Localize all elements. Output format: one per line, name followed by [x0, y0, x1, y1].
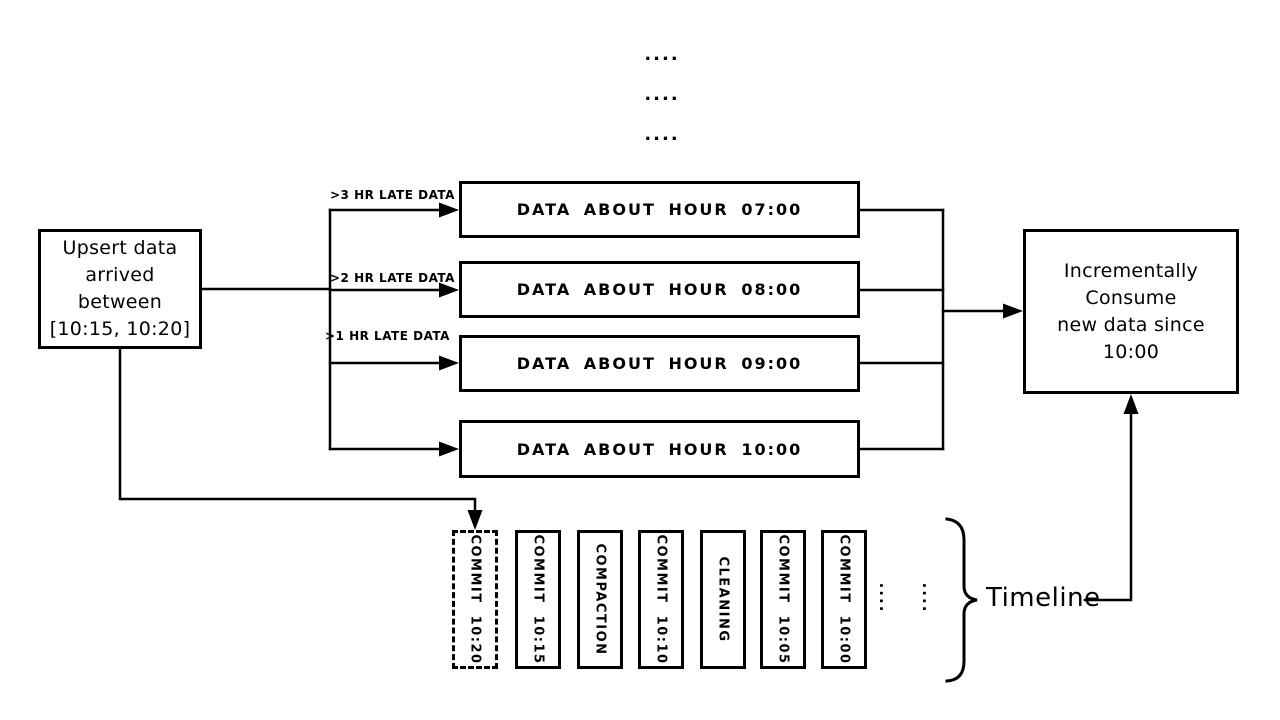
- timeline-entry-cleaning: CLEANING: [700, 530, 746, 669]
- hour-data-label: DATA ABOUT HOUR 10:00: [516, 439, 803, 459]
- timeline-brace: [945, 517, 978, 683]
- hour-data-box-0900: DATA ABOUT HOUR 09:00: [459, 335, 860, 392]
- upsert-source-box: Upsert data arrived between [10:15, 10:2…: [38, 229, 202, 349]
- timeline-ellipsis: ....: [919, 582, 937, 614]
- arrowhead: [467, 510, 483, 530]
- timeline-entry-commit-1010: COMMIT 10:10: [638, 530, 684, 669]
- top-ellipsis-row: ....: [644, 44, 680, 65]
- late-data-arrow-label-2hr: >2 HR LATE DATA: [330, 271, 455, 285]
- hour-data-box-0700: DATA ABOUT HOUR 07:00: [459, 181, 860, 238]
- timeline-entry-label: COMMIT 10:05: [775, 534, 791, 665]
- hour-data-label: DATA ABOUT HOUR 07:00: [516, 200, 803, 219]
- timeline-title: Timeline: [986, 583, 1101, 613]
- timeline-entry-commit-1005: COMMIT 10:05: [760, 530, 806, 669]
- arrowhead: [439, 441, 459, 457]
- timeline-to-consumer-line: [1083, 412, 1133, 602]
- timeline-entry-label: COMMIT 10:15: [530, 534, 546, 665]
- incremental-consumer-text: Incrementally Consume new data since 10:…: [1057, 259, 1205, 363]
- arrowhead: [1003, 303, 1023, 319]
- hour-data-label: DATA ABOUT HOUR 08:00: [516, 280, 803, 299]
- timeline-entry-commit-1000: COMMIT 10:00: [821, 530, 867, 669]
- top-ellipsis-row: ....: [644, 84, 680, 105]
- timeline-ellipsis: ....: [876, 582, 894, 614]
- timeline-entry-label: CLEANING: [715, 556, 731, 643]
- late-data-arrow-label-1hr: >1 HR LATE DATA: [325, 329, 450, 343]
- arrowhead: [439, 202, 459, 218]
- timeline-entry-label: COMMIT 10:00: [836, 534, 852, 665]
- timeline-entry-label: COMMIT 10:10: [653, 534, 669, 665]
- timeline-entry-commit-1015: COMMIT 10:15: [515, 530, 561, 669]
- upsert-to-commit-line: [118, 346, 477, 514]
- timeline-entry-label: COMMIT 10:20: [467, 534, 483, 665]
- late-data-arrow-label-3hr: >3 HR LATE DATA: [330, 188, 455, 202]
- hour-data-box-1000: DATA ABOUT HOUR 10:00: [459, 420, 860, 478]
- timeline-entry-label: COMPACTION: [592, 543, 608, 656]
- upsert-source-text: Upsert data arrived between [10:15, 10:2…: [49, 237, 191, 340]
- timeline-entry-commit-1020: COMMIT 10:20: [452, 530, 498, 669]
- timeline-entry-compaction: COMPACTION: [577, 530, 623, 669]
- hour-data-box-0800: DATA ABOUT HOUR 08:00: [459, 261, 860, 318]
- arrowhead: [1123, 394, 1139, 414]
- incremental-consumer-box: Incrementally Consume new data since 10:…: [1023, 229, 1239, 394]
- arrowhead: [439, 355, 459, 371]
- top-ellipsis-row: ....: [644, 124, 680, 145]
- hour-data-label: DATA ABOUT HOUR 09:00: [516, 354, 803, 373]
